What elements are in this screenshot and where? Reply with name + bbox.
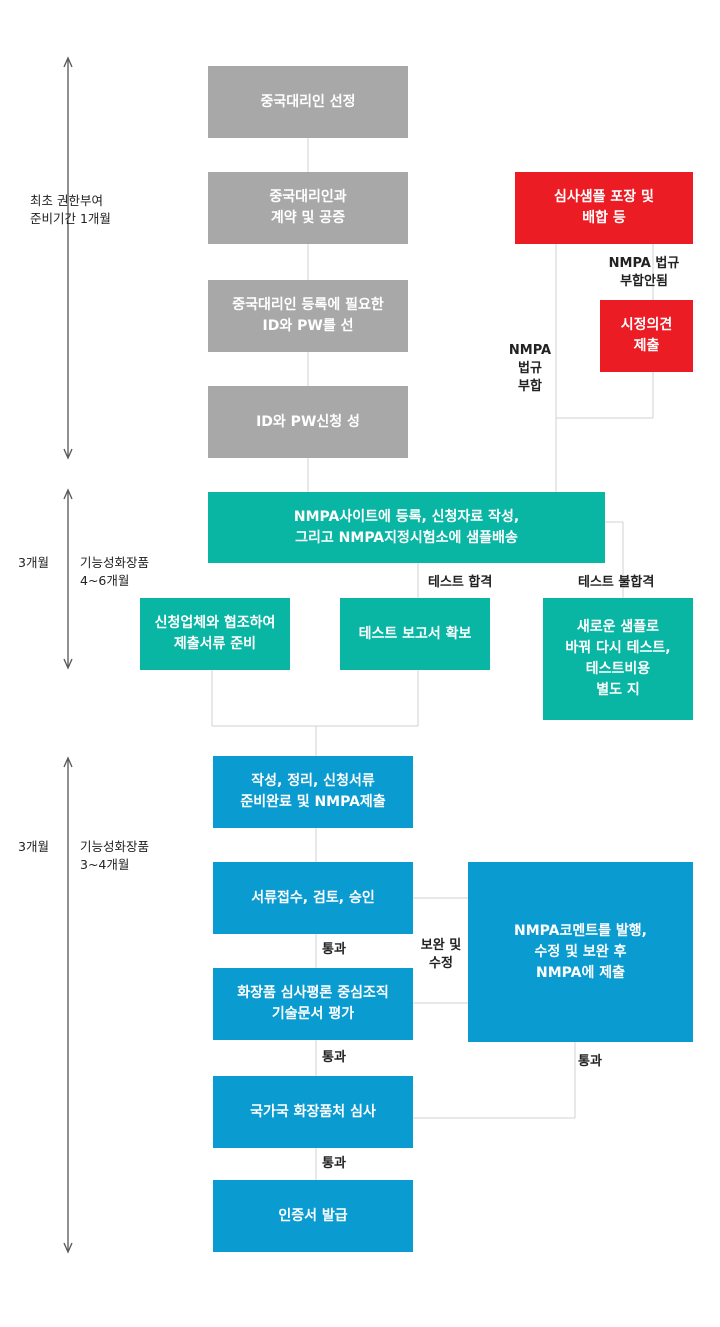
label-pass-4: 통과 — [578, 1054, 602, 1069]
arrow-head — [63, 756, 73, 768]
box-submit: 작성, 정리, 신청서류 준비완료 및 NMPA제출 — [213, 756, 413, 828]
box-prepare-docs: 신청업체와 협조하여 제출서류 준비 — [140, 598, 290, 670]
phase-1-label: 최초 권한부여 준비기간 1개월 — [30, 193, 111, 226]
arrow-head — [63, 56, 73, 68]
box-national: 국가국 화장품처 심사 — [213, 1076, 413, 1148]
box-register-id: 중국대리인 등록에 필요한 ID와 PW를 선 — [208, 280, 408, 352]
box-contract: 중국대리인과 계약 및 공증 — [208, 172, 408, 244]
box-retest: 새로운 샘플로 바꿔 다시 테스트, 테스트비용 별도 지 — [543, 598, 693, 720]
box-review: 화장품 심사평론 중심조직 기술문서 평가 — [213, 968, 413, 1040]
label-supplement: 보완 및 수정 — [420, 938, 462, 971]
box-receipt: 서류접수, 검토, 승인 — [213, 862, 413, 934]
arrow-head — [63, 1242, 73, 1254]
box-nmpa-site: NMPA사이트에 등록, 신청자료 작성, 그리고 NMPA지정시험소에 샘플배… — [208, 492, 605, 563]
arrow-head — [63, 488, 73, 500]
box-comments: NMPA코멘트를 발행, 수정 및 보완 후 NMPA에 제출 — [468, 862, 693, 1042]
box-apply-id: ID와 PW신청 성 — [208, 386, 408, 458]
label-test-fail: 테스트 불합격 — [578, 575, 655, 590]
phase-2-sub: 기능성화장품 4~6개월 — [80, 555, 150, 588]
box-sample-pack: 심사샘플 포장 및 배합 등 — [515, 172, 693, 244]
arrow-head — [63, 658, 73, 670]
label-nmpa-nonconform: NMPA 법규 부합안됨 — [608, 256, 680, 289]
box-certificate: 인증서 발급 — [213, 1180, 413, 1252]
phase-2-label: 3개월 — [18, 555, 49, 570]
phase-3-label: 3개월 — [18, 839, 49, 854]
label-nmpa-conform: NMPA 법규 부합 — [508, 343, 552, 394]
label-pass-2: 통과 — [322, 1050, 346, 1065]
box-select-agent: 중국대리인 선정 — [208, 66, 408, 138]
label-pass-3: 통과 — [322, 1156, 346, 1171]
box-test-report: 테스트 보고서 확보 — [340, 598, 490, 670]
label-pass-1: 통과 — [322, 942, 346, 957]
phase-3-sub: 기능성화장품 3~4개월 — [80, 839, 150, 872]
arrow-head — [63, 448, 73, 460]
box-opinion: 시정의견 제출 — [600, 300, 693, 372]
label-test-pass: 테스트 합격 — [428, 575, 493, 590]
